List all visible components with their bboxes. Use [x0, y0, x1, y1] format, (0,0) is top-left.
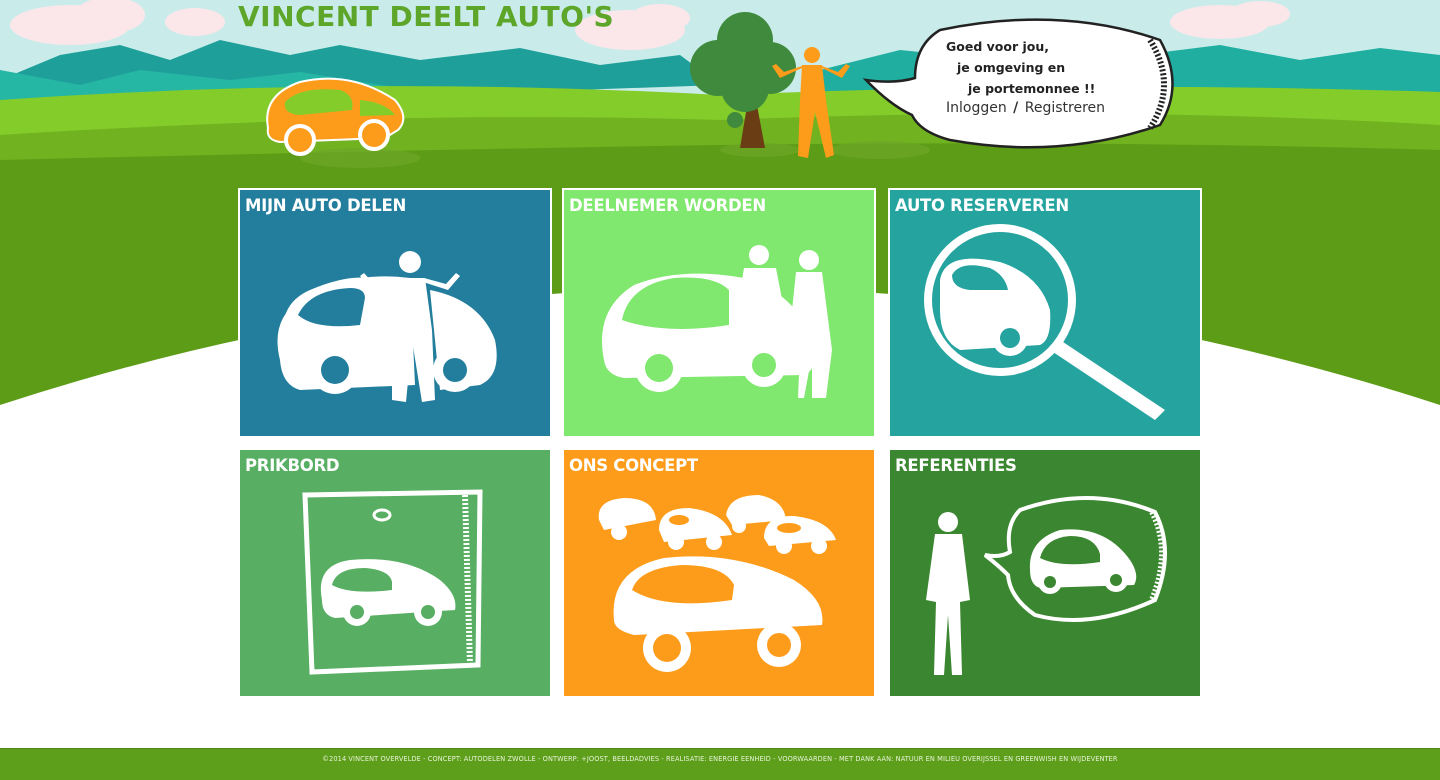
- slogan-line-3: je portemonnee !!: [968, 81, 1096, 96]
- slogan-line-2: je omgeving en: [957, 60, 1066, 75]
- tile-title: REFERENTIES: [895, 456, 1017, 475]
- person-speech-car-icon: [890, 450, 1200, 696]
- tile-referenties[interactable]: REFERENTIES: [890, 450, 1200, 696]
- orange-car-icon: [266, 77, 405, 156]
- person-icon: [772, 47, 850, 158]
- bubble-slogan: Goed voor jou, je omgeving en je portemo…: [946, 36, 1136, 99]
- site-title[interactable]: VINCENT DEELT AUTO'S: [238, 0, 615, 33]
- slogan-line-1: Goed voor jou,: [946, 39, 1049, 54]
- cars-group-icon: [564, 450, 874, 696]
- register-link[interactable]: Registreren: [1024, 100, 1106, 116]
- tile-auto-reserveren[interactable]: AUTO RESERVEREN: [888, 188, 1202, 438]
- cloud-icon: [10, 0, 1290, 50]
- speech-bubble-icon: [862, 18, 1174, 149]
- tile-prikbord[interactable]: PRIKBORD: [240, 450, 550, 696]
- tree-icon: [690, 12, 796, 148]
- magnifier-car-icon: [890, 190, 1200, 436]
- tile-mijn-auto-delen[interactable]: MIJN AUTO DELEN: [238, 188, 552, 438]
- car-and-people-icon: [564, 190, 874, 436]
- car-and-person-icon: [240, 190, 550, 436]
- auth-links: Inloggen / Registreren: [946, 100, 1105, 116]
- tile-ons-concept[interactable]: ONS CONCEPT: [564, 450, 874, 696]
- login-link[interactable]: Inloggen: [946, 100, 1007, 116]
- tile-title: MIJN AUTO DELEN: [245, 196, 406, 215]
- tile-title: DEELNEMER WORDEN: [569, 196, 766, 215]
- noticeboard-icon: [240, 450, 550, 696]
- tile-title: PRIKBORD: [245, 456, 340, 475]
- tile-title: ONS CONCEPT: [569, 456, 698, 475]
- footer: ©2014 VINCENT OVERVELDE - CONCEPT: AUTOD…: [0, 748, 1440, 780]
- tile-deelnemer-worden[interactable]: DEELNEMER WORDEN: [562, 188, 876, 438]
- footer-credits[interactable]: ©2014 VINCENT OVERVELDE - CONCEPT: AUTOD…: [322, 755, 1118, 763]
- tile-title: AUTO RESERVEREN: [895, 196, 1069, 215]
- auth-separator: /: [1013, 100, 1019, 116]
